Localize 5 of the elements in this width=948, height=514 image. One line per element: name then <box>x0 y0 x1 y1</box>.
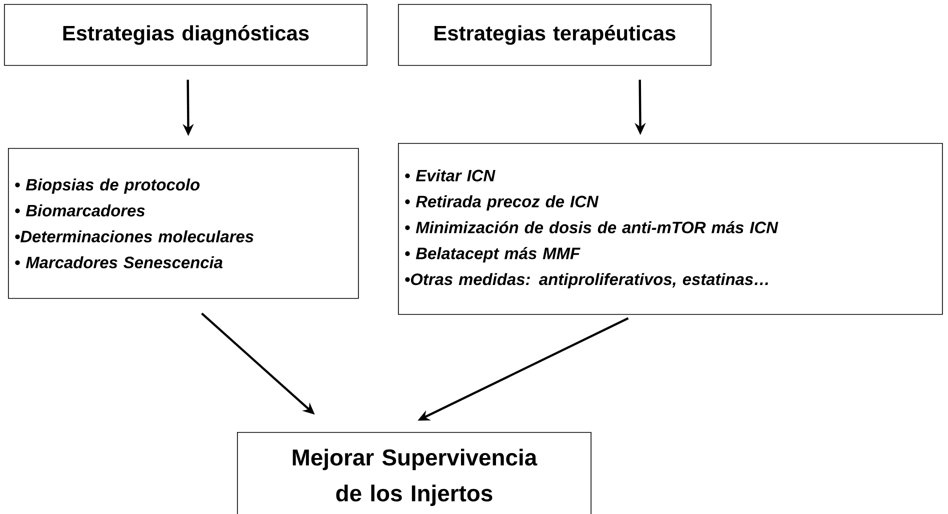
heading-box: Estrategias terapéuticas <box>398 4 712 66</box>
list-box: • Biopsias de protocolo • Biomarcadores •Determinaciones moleculares • Marcadores Senescencia <box>8 148 359 299</box>
result-box: Mejorar Supervivencia de los Injertos <box>237 432 592 514</box>
heading-box: Estrategias diagnósticas <box>4 4 368 66</box>
list-box: • Evitar ICN • Retirada precoz de ICN • Minimización de dosis de anti-mTOR más ICN • Belatacept más MMF •Otras medidas: antiproliferativos, estatinas… <box>398 143 943 315</box>
